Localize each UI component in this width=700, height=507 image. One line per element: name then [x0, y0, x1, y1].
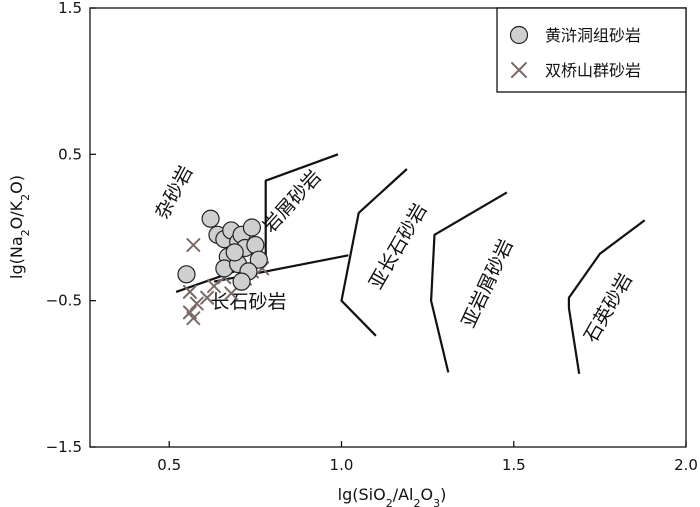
circle-point — [232, 272, 251, 291]
y-tick-label: 0.5 — [58, 145, 82, 163]
legend-label-series-2: 双桥山群砂岩 — [545, 61, 641, 80]
legend-box — [496, 7, 687, 93]
cross-point — [189, 296, 204, 311]
region-label: 亚岩屑砂岩 — [458, 236, 518, 331]
cross-point — [207, 279, 222, 294]
circle-point — [201, 209, 220, 228]
x-axis-label: lg(SiO2/Al2O3) — [338, 485, 447, 507]
y-tick-label: −0.5 — [46, 292, 82, 310]
cross-point — [186, 311, 201, 326]
circle-point — [177, 265, 196, 284]
cross-point — [182, 284, 197, 299]
x-tick-label: 1.0 — [330, 456, 354, 474]
plot-frame — [89, 7, 687, 448]
field-boundary-line — [340, 168, 408, 337]
legend: 黄浒洞组砂岩 双桥山群砂岩 — [496, 7, 687, 93]
region-label: 石英砂岩 — [580, 269, 637, 346]
cross-point — [186, 238, 201, 253]
region-label: 长石砂岩 — [210, 291, 286, 313]
circle-point — [225, 243, 244, 262]
legend-circle-marker — [509, 25, 529, 45]
y-tick-label: 1.5 — [58, 0, 82, 17]
cross-point — [224, 286, 239, 301]
x-tick-label: 2.0 — [674, 456, 698, 474]
region-label: 岩屑砂岩 — [259, 166, 326, 237]
legend-cross-marker — [511, 62, 527, 78]
field-boundary-line — [567, 219, 646, 374]
x-tick-label: 1.5 — [502, 456, 526, 474]
circle-point — [249, 250, 268, 269]
field-boundary-line — [430, 191, 508, 373]
cross-point — [200, 290, 215, 305]
region-label: 亚长石砂岩 — [365, 200, 432, 293]
x-tick-label: 0.5 — [157, 456, 181, 474]
data-points — [177, 209, 270, 326]
y-tick-label: −1.5 — [46, 438, 82, 456]
circle-point — [242, 218, 262, 237]
axis-ticks: 0.5 1.0 1.5 2.0 1.5 0.5 −0.5 −1.5 — [46, 0, 698, 474]
y-axis-label: lg(Na2O/K2O) — [7, 175, 32, 279]
region-label: 杂砂岩 — [151, 162, 197, 223]
legend-label-series-1: 黄浒洞组砂岩 — [545, 26, 641, 45]
